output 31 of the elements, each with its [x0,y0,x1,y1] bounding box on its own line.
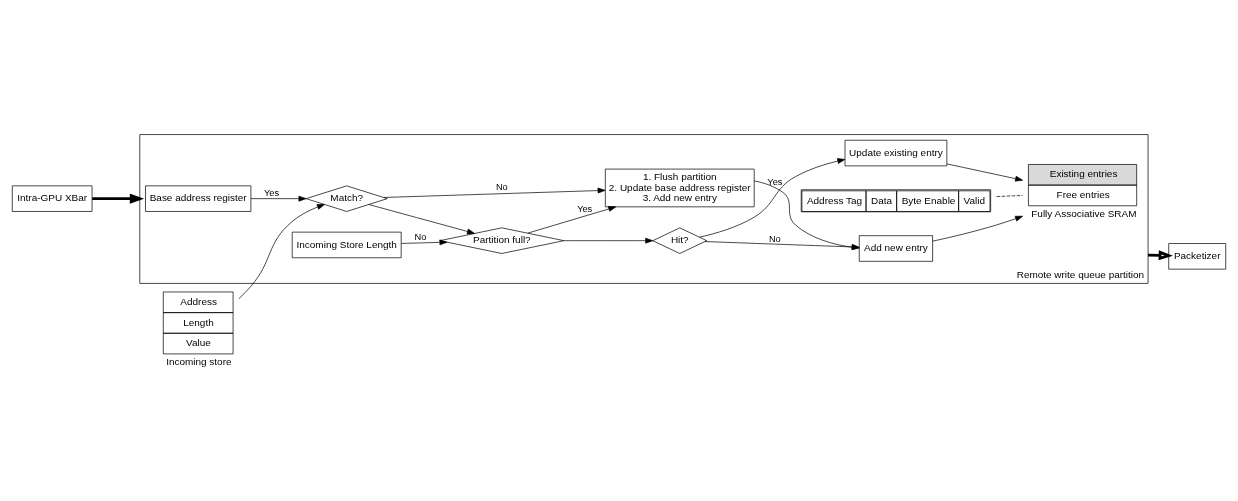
node-box: Update existing entry [844,139,948,166]
arrow [250,195,307,201]
arrow [563,237,654,244]
arrow [527,205,617,234]
edge-label: Yes [264,187,280,198]
arrow [92,193,145,204]
arrow [699,157,846,237]
edge-label: No [495,181,508,192]
node-box: Add new entry [858,234,933,262]
connector [996,194,1023,197]
arrow [383,187,606,198]
arrow [1148,249,1173,260]
arrow [753,180,860,250]
node-box: Incoming Store Length [291,231,402,258]
edge-label: No [414,231,427,242]
node-diamond: Hit? [652,227,708,254]
arrow [238,203,325,299]
arrow [368,203,475,234]
node-box: Base address register [145,184,252,212]
arrow [704,240,860,250]
node-box: Packetizer [1168,242,1227,269]
arrow [946,163,1023,181]
arrow [401,239,448,245]
node-label: Fully Associative SRAM [1031,207,1137,219]
node-label: Incoming store [166,355,232,367]
node-box: Intra-GPU XBar [11,184,93,212]
node-box: 1. Flush partition 2. Update base address register 3. Add new entry [605,168,755,207]
arrow [932,215,1023,242]
edge-label: No [768,233,781,244]
edge-label: Yes [577,203,593,214]
edge-label: Yes [767,176,783,187]
